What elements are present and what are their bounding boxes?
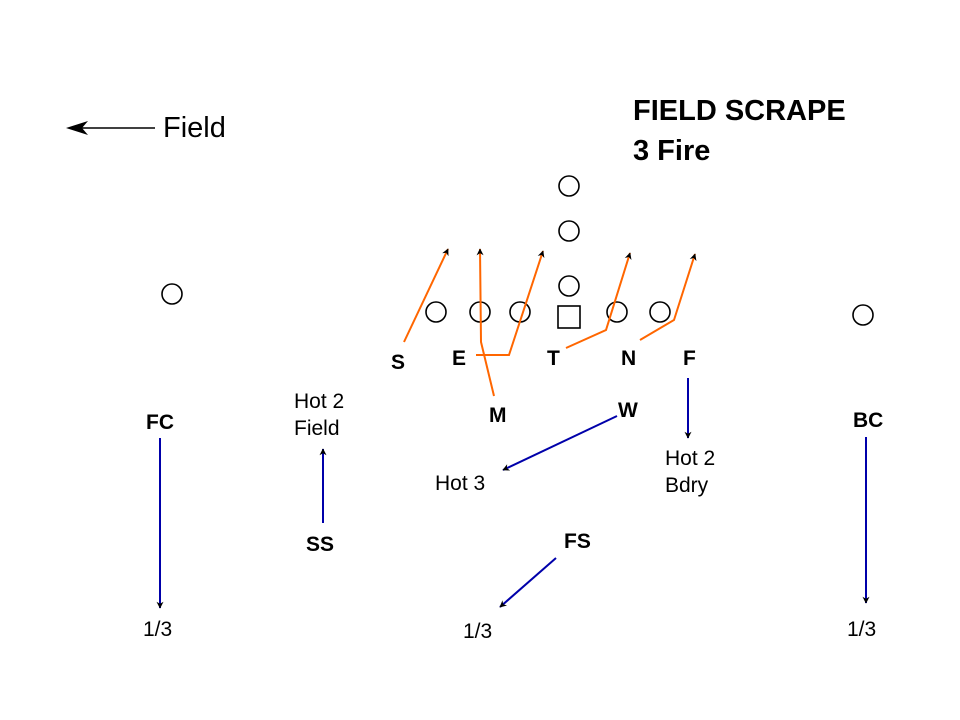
play-subtitle: 3 Fire — [633, 135, 711, 167]
s-rush-route — [403, 248, 449, 343]
coverage-routes — [156, 378, 870, 609]
fs-deep-third-route — [499, 557, 557, 608]
offense-player-icon — [852, 304, 874, 326]
w-hot3-route — [502, 415, 618, 471]
rush-routes — [403, 248, 697, 397]
fc-zone-label: 1/3 — [143, 618, 173, 641]
defender-fs: FS — [564, 530, 591, 553]
defender-s: S — [391, 351, 406, 374]
defender-f: F — [683, 347, 696, 370]
field-direction-arrow-icon — [66, 121, 155, 135]
defender-t: T — [547, 347, 560, 370]
m-rush-route — [476, 248, 495, 397]
ss-note-line2: Field — [294, 417, 340, 440]
field-direction-label: Field — [163, 112, 226, 144]
offense-player-icon — [161, 283, 183, 305]
defender-m: M — [489, 404, 507, 427]
offense-formation — [161, 175, 874, 329]
w-note: Hot 3 — [435, 472, 486, 495]
f-note-line2: Bdry — [665, 474, 709, 497]
defender-fc: FC — [146, 411, 174, 434]
offense-player-icon — [558, 220, 580, 242]
offense-player-icon — [606, 301, 628, 323]
f-note-line1: Hot 2 — [665, 447, 716, 470]
defender-ss: SS — [306, 533, 335, 556]
defender-w: W — [618, 399, 638, 422]
bc-zone-label: 1/3 — [847, 618, 877, 641]
offense-player-icon — [425, 301, 447, 323]
center-square-icon — [557, 305, 581, 329]
offense-player-icon — [558, 175, 580, 197]
defender-n: N — [621, 347, 637, 370]
ss-note-line1: Hot 2 — [294, 390, 345, 413]
offense-player-icon — [558, 275, 580, 297]
play-title: FIELD SCRAPE — [633, 95, 846, 127]
offense-player-icon — [649, 301, 671, 323]
e-rush-route — [476, 250, 545, 356]
defender-e: E — [452, 347, 467, 370]
n-rush-route — [639, 253, 697, 341]
defender-bc: BC — [853, 409, 884, 432]
t-rush-route — [565, 252, 632, 349]
fs-zone-label: 1/3 — [463, 620, 493, 643]
